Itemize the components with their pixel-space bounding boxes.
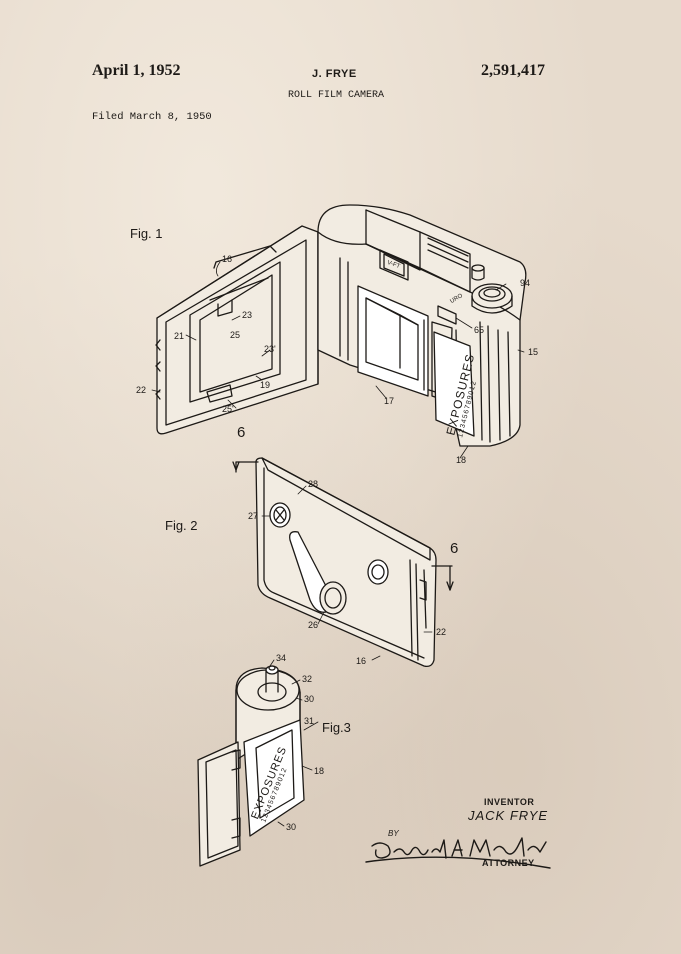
fig2-back-plate: [232, 457, 454, 668]
ref-number: 19: [260, 380, 271, 390]
leader-lines: [151, 261, 525, 827]
section-mark-left: 6: [237, 424, 246, 441]
by-label: BY: [388, 829, 399, 838]
ref-number: 17: [384, 396, 395, 406]
inventor-header: J. FRYE: [312, 68, 357, 80]
attorney-signature: [365, 837, 551, 869]
ref-number: 22: [136, 385, 147, 395]
ref-number: 27: [248, 511, 259, 521]
fig1-label: Fig. 1: [130, 226, 163, 241]
ref-number: 94: [520, 278, 531, 288]
ref-number: 16: [222, 254, 233, 264]
ref-number: 18: [456, 455, 467, 465]
ref-number: 16: [356, 656, 367, 666]
filed-date: Filed March 8, 1950: [92, 111, 212, 123]
ref-number: 23': [264, 344, 276, 354]
ref-number: 34: [276, 653, 287, 663]
fig1-door: [155, 225, 319, 435]
inventor-label: INVENTOR: [484, 797, 535, 807]
ref-number: 32: [302, 674, 313, 684]
ref-number: 21: [174, 331, 185, 341]
fig3-label: Fig.3: [322, 720, 351, 735]
attorney-label: ATTORNEY: [482, 858, 535, 868]
ref-number: 31: [304, 716, 315, 726]
section-mark-right: 6: [450, 540, 459, 557]
patent-title: ROLL FILM CAMERA: [288, 90, 385, 101]
ref-number: 23: [242, 310, 253, 320]
ref-number: 22: [436, 627, 447, 637]
patent-number: 2,591,417: [481, 62, 545, 79]
patent-date: April 1, 1952: [92, 62, 181, 79]
ref-number: 15: [528, 347, 539, 357]
ref-number: 25': [222, 404, 234, 414]
fig2-label: Fig. 2: [165, 518, 198, 533]
ref-number: 28: [308, 479, 319, 489]
ref-number: 25: [230, 330, 241, 340]
inventor-signature-name: JACK FRYE: [468, 808, 549, 823]
ref-number: 30: [286, 822, 297, 832]
ref-number: 26: [308, 620, 319, 630]
fig3-spool: [197, 665, 305, 867]
ref-number: 18: [314, 766, 325, 776]
ref-number: 30: [304, 694, 315, 704]
ref-number: 65: [474, 325, 485, 335]
fig1-body: [317, 204, 527, 447]
